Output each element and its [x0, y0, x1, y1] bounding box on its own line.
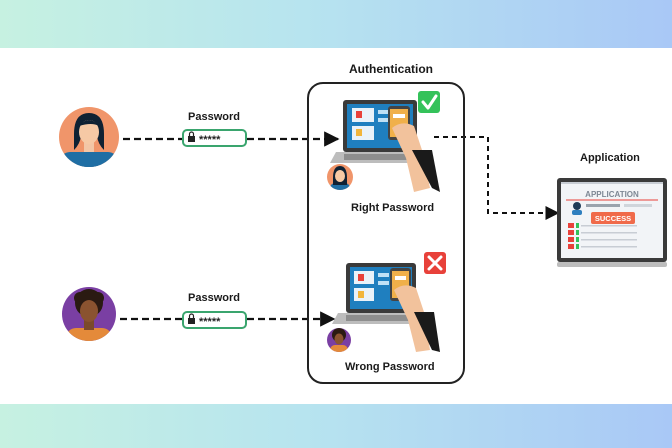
- lock-icon: [188, 313, 195, 324]
- wrong-password-label: Wrong Password: [345, 361, 435, 373]
- app-screen-user-icon: [572, 202, 582, 215]
- lock-icon: [188, 131, 195, 142]
- password-mask-top: *****: [199, 134, 221, 146]
- password-label-top: Password: [188, 111, 240, 123]
- user-avatar-small-bottom-icon: [327, 328, 351, 352]
- user-avatar-top-icon: [59, 107, 119, 167]
- password-field-bottom: *****: [182, 311, 247, 329]
- top-gradient-band: [0, 0, 672, 48]
- authentication-box: [307, 82, 465, 384]
- password-field-top: *****: [182, 129, 247, 147]
- authentication-title: Authentication: [349, 62, 433, 76]
- hand-phone-bottom-icon: [390, 268, 440, 352]
- user-avatar-small-top-icon: [327, 164, 353, 190]
- bottom-gradient-band: [0, 404, 672, 448]
- cross-icon: [424, 252, 446, 274]
- right-password-label: Right Password: [351, 202, 435, 214]
- arrow-auth-to-application: [434, 136, 560, 220]
- hand-phone-top-icon: [388, 106, 440, 192]
- password-label-bottom: Password: [188, 292, 240, 304]
- app-screen-success-badge: SUCCESS: [595, 214, 631, 223]
- user-avatar-bottom-icon: [62, 287, 116, 341]
- password-mask-bottom: *****: [199, 316, 221, 328]
- app-screen-header: APPLICATION: [585, 190, 639, 199]
- check-icon: [418, 91, 440, 113]
- application-title: Application: [580, 152, 640, 164]
- application-screen: APPLICATION SUCCESS: [557, 178, 667, 267]
